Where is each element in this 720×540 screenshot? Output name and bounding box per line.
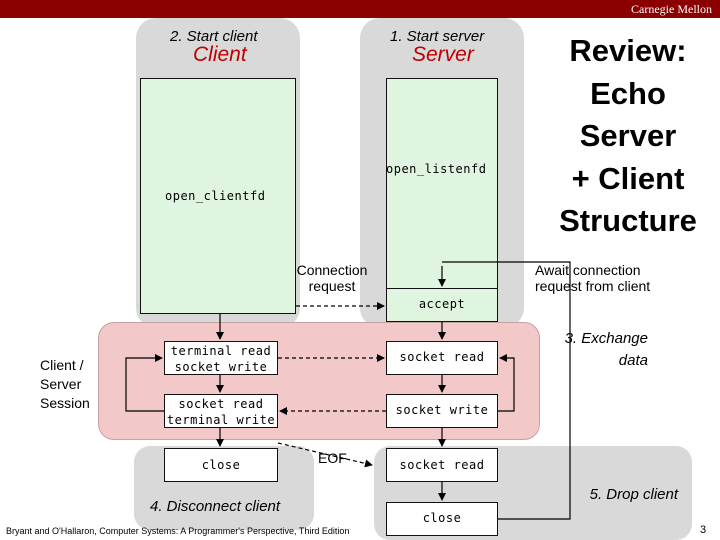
exchange-line-2: data (618, 352, 648, 369)
page-number: 3 (700, 524, 707, 536)
open-listenfd-label: open_listenfd (386, 162, 487, 176)
client-lifeline-box (140, 78, 296, 314)
client-socket-read-box (164, 394, 278, 428)
accept-label: accept (418, 297, 466, 311)
start-client-label: 2. Start client (170, 28, 258, 45)
brand-label: Carnegie Mellon (631, 2, 712, 16)
accept-box (386, 288, 498, 322)
exchange-line-1: 3. Exchange (564, 330, 648, 347)
await-line-1: Await connection (535, 262, 641, 278)
title-line-3: Server (579, 118, 677, 153)
client-close-box (164, 448, 278, 482)
title-line-4: + Client (571, 160, 685, 196)
server-close-box (386, 502, 498, 536)
server-socket-read-2-box (386, 448, 498, 482)
title-line-1: Review: (569, 33, 687, 68)
server-socket-read-2-label: socket read (399, 458, 485, 472)
await-connection-label: Await connection request from client (535, 262, 675, 294)
session-line-1: Client / (40, 357, 84, 373)
session-line-2: Server (40, 376, 82, 392)
server-socket-write-label: socket write (395, 403, 489, 417)
drop-client-loop-arrow (442, 261, 571, 520)
exchange-data-label: 3. Exchange data (548, 328, 648, 372)
server-name: Server (412, 43, 474, 66)
citation: Bryant and O'Hallaron, Computer Systems:… (6, 526, 350, 536)
disconnect-label: 4. Disconnect client (150, 498, 281, 515)
client-terminal-read-box (164, 341, 278, 375)
title-line-5: Structure (559, 203, 697, 238)
server-socket-read-label: socket read (399, 350, 485, 364)
await-line-2: request from client (535, 278, 651, 294)
session-line-3: Session (40, 395, 90, 411)
eof-label: EOF (318, 450, 347, 466)
server-close-label: close (422, 511, 462, 525)
connection-request-line-1: Connection (296, 262, 368, 278)
server-socket-read-box (386, 341, 498, 375)
server-socket-write-box (386, 394, 498, 428)
client-loop-arrow (125, 354, 164, 412)
client-terminal-read-label: terminal read socket write (164, 343, 278, 375)
title-line-2: Echo (590, 75, 666, 111)
terminal-read-text: terminal read (170, 344, 272, 358)
client-name: Client (193, 43, 247, 66)
client-socket-read-label: socket read terminal write (164, 396, 278, 428)
terminal-write-text: terminal write (166, 413, 276, 427)
connection-request-label: Connection request (290, 262, 374, 294)
client-close-label: close (201, 458, 241, 472)
socket-read-text: socket read (178, 397, 264, 411)
drop-client-label: 5. Drop client (589, 486, 678, 503)
connection-request-line-2: request (308, 278, 356, 294)
session-label: Client / Server Session (40, 356, 100, 413)
start-server-label: 1. Start server (390, 28, 485, 45)
slide-title: Review: Echo Server + Client Structure (548, 30, 708, 243)
eof-arrow (277, 442, 373, 468)
socket-write-text: socket write (174, 360, 268, 374)
open-clientfd-label: open_clientfd (165, 189, 266, 203)
header-bar: Carnegie Mellon (0, 0, 720, 18)
server-loop-arrow (498, 354, 515, 412)
